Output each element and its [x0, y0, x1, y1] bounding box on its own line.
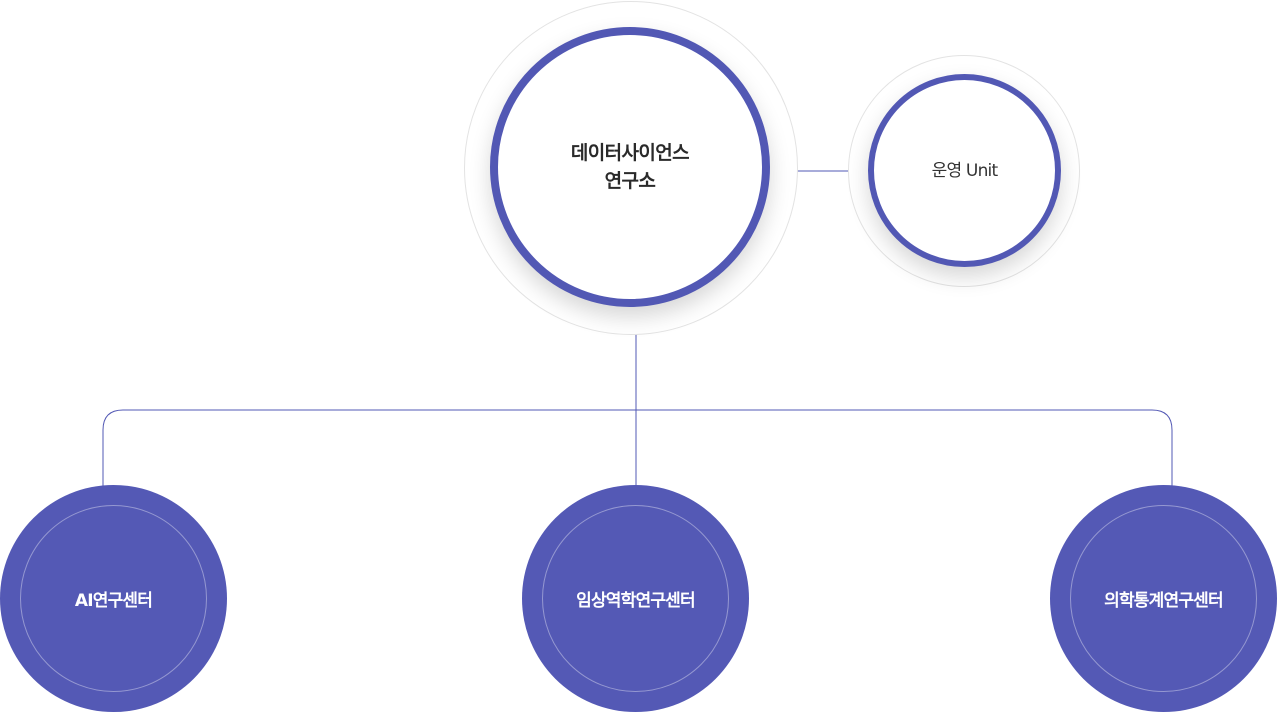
branch-horizontal-line — [102, 409, 1173, 486]
unit-node[interactable]: 운영 Unit — [868, 74, 1061, 267]
child-node-ai[interactable]: AI연구센터 — [0, 485, 227, 712]
child-node-clinical-epidemiology[interactable]: 임상역학연구센터 — [522, 485, 749, 712]
child-node-medical-statistics[interactable]: 의학통계연구센터 — [1050, 485, 1277, 712]
child-node-ring — [20, 505, 207, 692]
child-node-ring — [1070, 505, 1257, 692]
root-node-label: 데이터사이언스 연구소 — [570, 142, 690, 192]
child-node-ring — [542, 505, 729, 692]
child-node-label: AI연구센터 — [74, 591, 153, 611]
root-node[interactable]: 데이터사이언스 연구소 — [490, 27, 770, 307]
child-node-label: 의학통계연구센터 — [1104, 591, 1224, 611]
unit-node-label: 운영 Unit — [931, 160, 998, 181]
child-node-label: 임상역학연구센터 — [576, 591, 696, 611]
